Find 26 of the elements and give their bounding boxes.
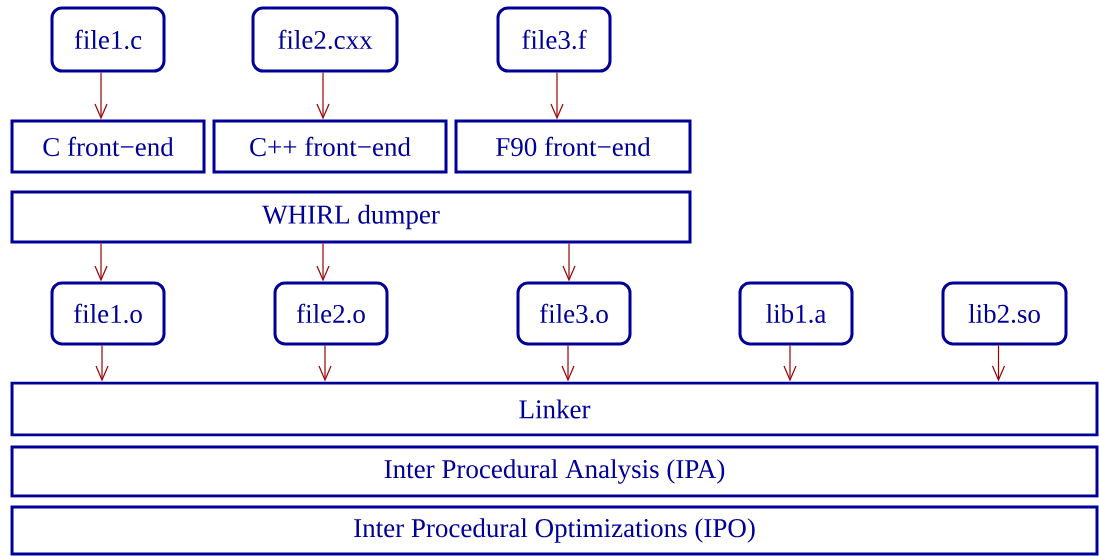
arrow bbox=[94, 242, 108, 282]
stage-bar: Linker bbox=[10, 381, 1099, 437]
file-box: file2.cxx bbox=[251, 6, 399, 73]
arrow bbox=[561, 344, 575, 382]
file-box: lib1.a bbox=[738, 281, 854, 346]
file-box: file1.c bbox=[50, 6, 166, 73]
file-box: file3.f bbox=[496, 6, 612, 73]
process-box: C front−end bbox=[10, 119, 206, 174]
arrow bbox=[562, 242, 576, 282]
process-box: WHIRL dumper bbox=[10, 190, 692, 244]
file-box: file2.o bbox=[273, 281, 389, 346]
arrow bbox=[94, 71, 108, 120]
file-box: file3.o bbox=[516, 281, 632, 346]
stage-bar: Inter Procedural Optimizations (IPO) bbox=[10, 505, 1099, 556]
arrow bbox=[318, 344, 332, 382]
file-box: file1.o bbox=[50, 281, 166, 346]
file-box: lib2.so bbox=[941, 281, 1068, 346]
process-box: F90 front−end bbox=[454, 119, 692, 174]
stage-bar: Inter Procedural Analysis (IPA) bbox=[10, 445, 1099, 498]
arrow bbox=[316, 242, 330, 282]
arrow bbox=[316, 71, 330, 120]
arrow bbox=[550, 71, 564, 120]
arrow bbox=[991, 344, 1006, 382]
process-box: C++ front−end bbox=[212, 119, 448, 174]
arrow bbox=[95, 344, 109, 382]
arrow bbox=[783, 344, 797, 382]
